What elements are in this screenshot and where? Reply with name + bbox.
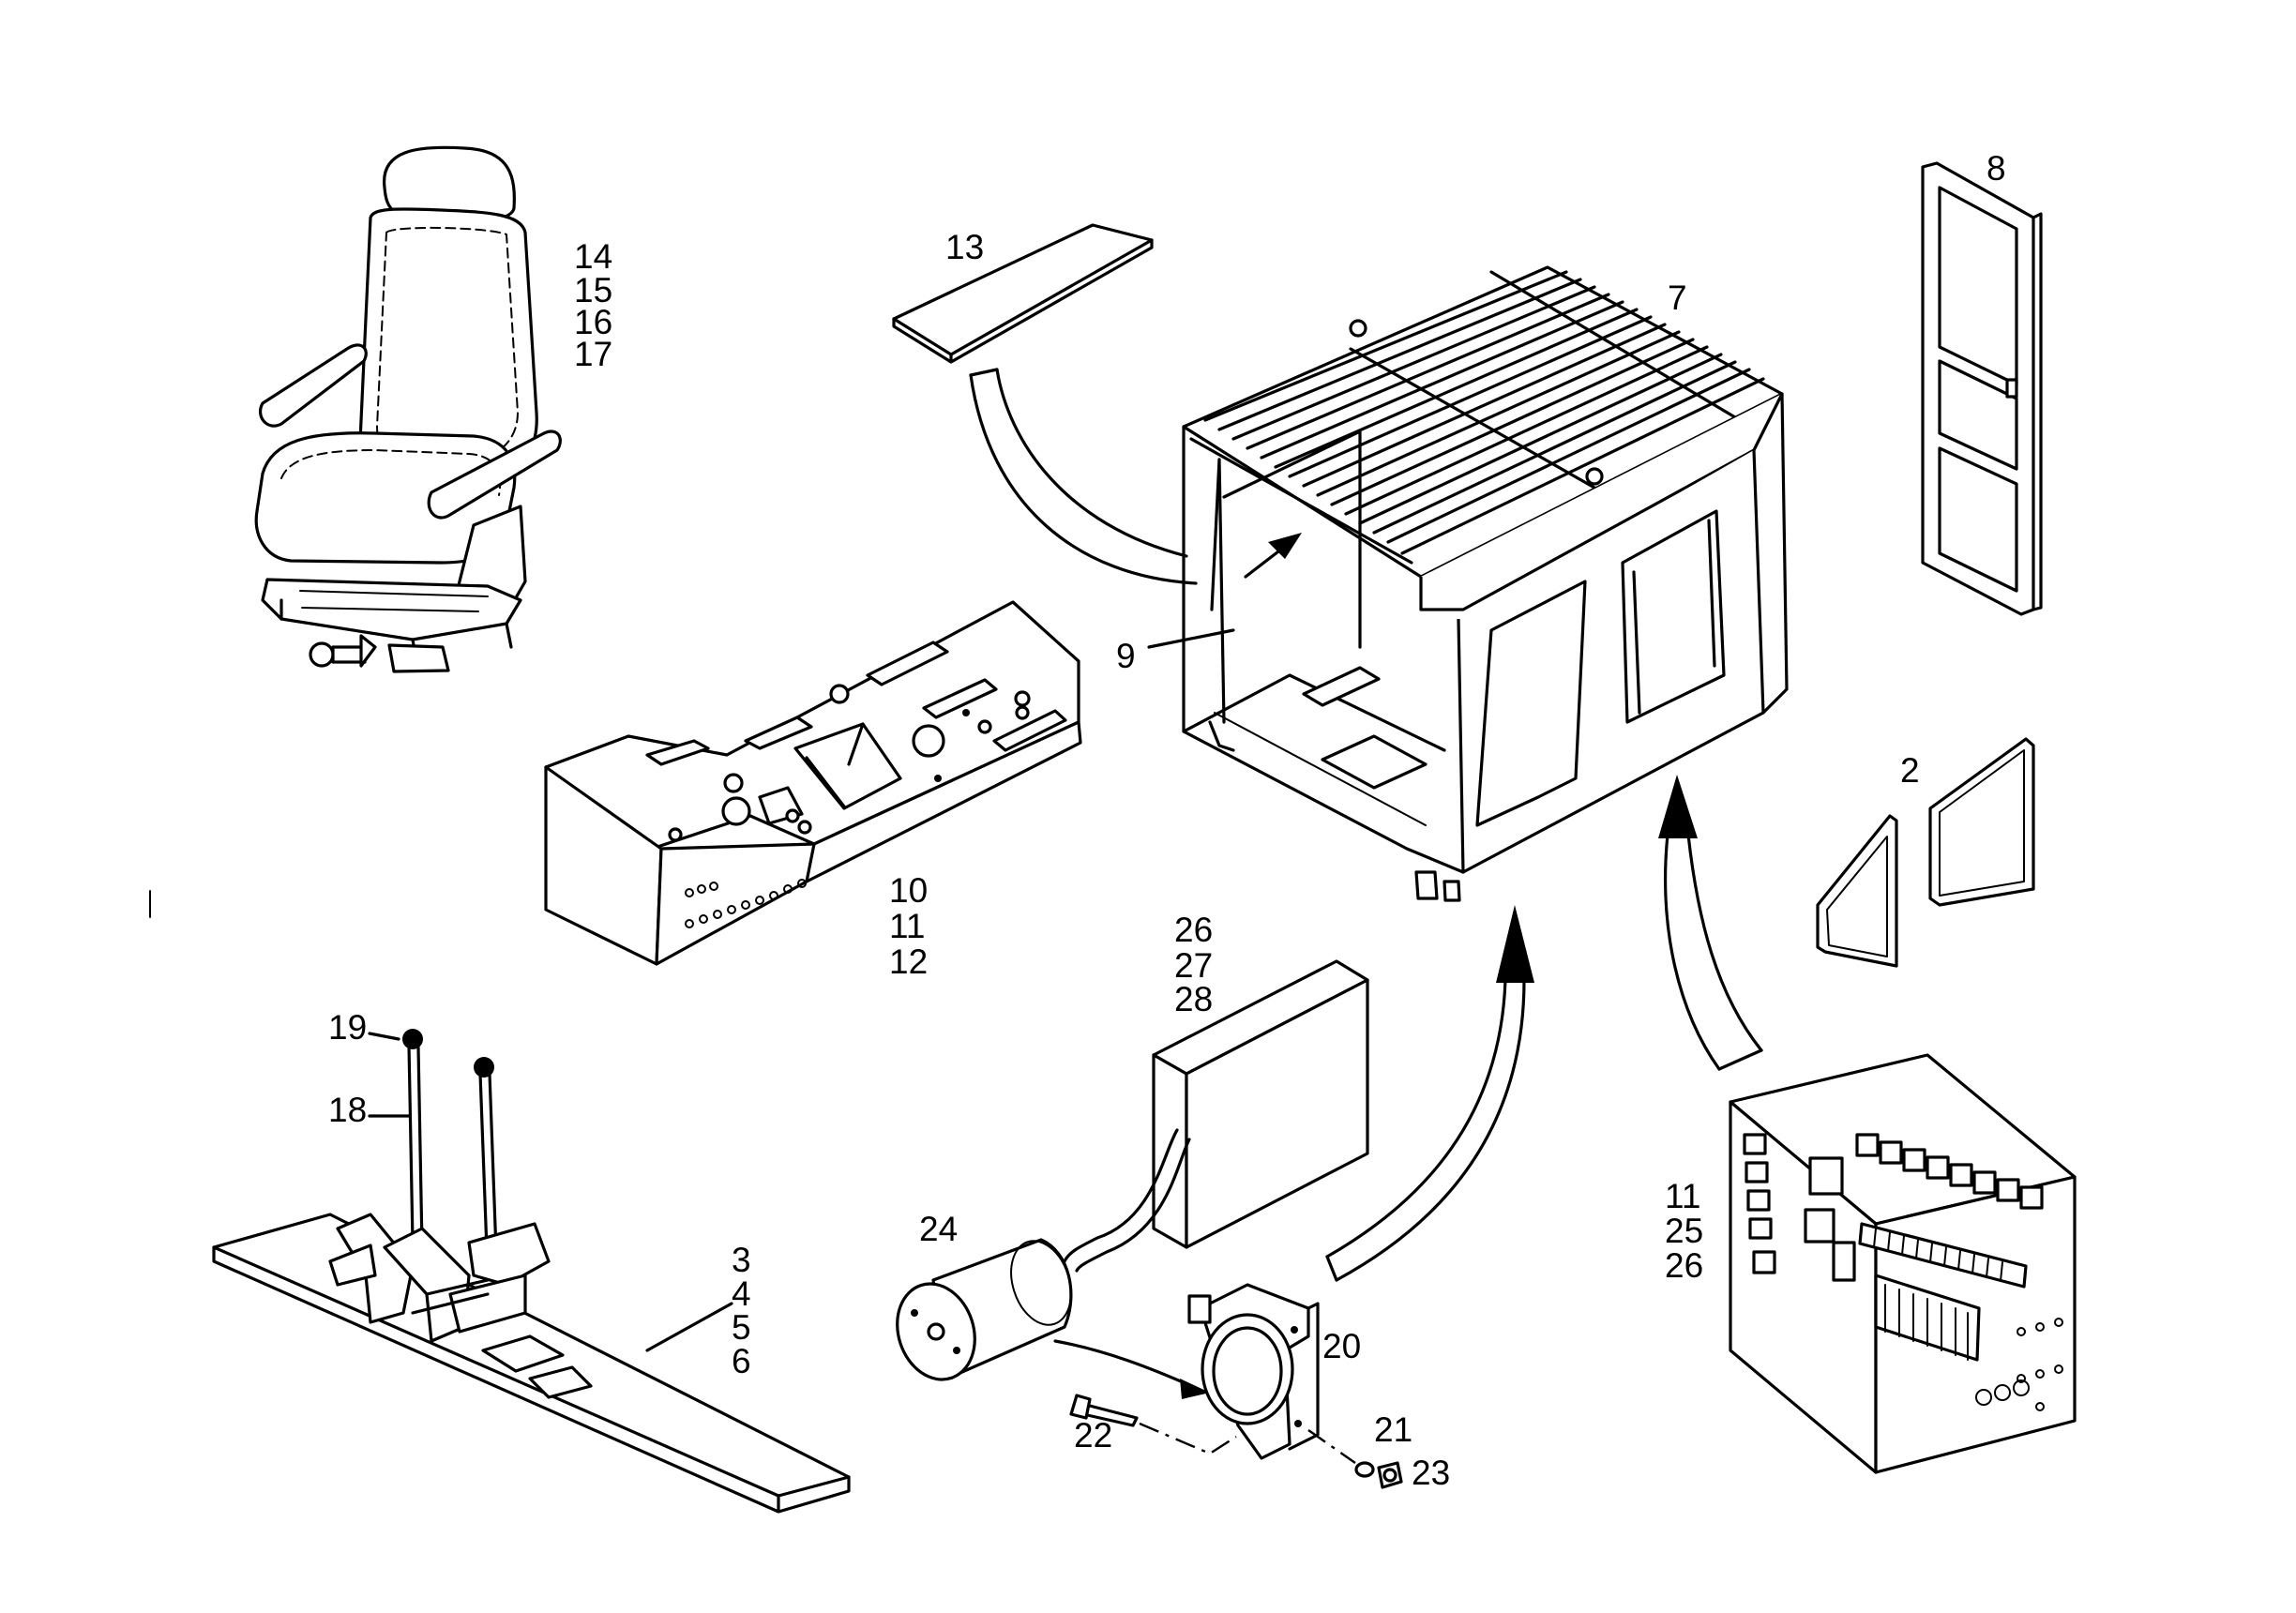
pedal-base-label-6: 6 xyxy=(732,1342,751,1380)
arrow-box-to-cab xyxy=(1658,775,1763,1071)
motor-label: 24 xyxy=(919,1210,958,1248)
console-label-10: 10 xyxy=(889,871,928,910)
seat-label-16: 16 xyxy=(574,303,612,341)
lever-knob-label: 19 xyxy=(328,1008,367,1047)
lever-rod-label: 18 xyxy=(328,1091,367,1129)
electrical-box-label-11: 11 xyxy=(1665,1177,1700,1215)
motor-to-clamp-arrow xyxy=(1053,1339,1198,1390)
arrow-roof-to-cab xyxy=(969,368,1198,585)
operator-seat xyxy=(254,145,562,673)
electrical-box-label-25: 25 xyxy=(1665,1212,1703,1250)
window-strip-arrow xyxy=(1147,533,1302,649)
cab-label: 7 xyxy=(1668,279,1687,317)
pedal-base-label-5: 5 xyxy=(732,1308,751,1347)
motor xyxy=(896,1238,1073,1381)
control-unit-label-28: 28 xyxy=(1174,980,1213,1018)
bolt-label: 22 xyxy=(1074,1416,1112,1455)
console-label-12: 12 xyxy=(889,942,928,981)
seat-label-17: 17 xyxy=(574,335,612,373)
roof-panel xyxy=(892,223,1154,364)
fasteners xyxy=(1069,1394,1403,1489)
seat-label-15: 15 xyxy=(574,271,612,309)
seat-label-14: 14 xyxy=(574,237,612,276)
control-unit-label-26: 26 xyxy=(1174,911,1213,949)
arrow-motor-to-cab xyxy=(1325,905,1534,1282)
window-strip-label: 9 xyxy=(1116,637,1136,675)
roof-panel-label: 13 xyxy=(945,228,984,266)
pedal-base-assembly xyxy=(212,1029,851,1514)
cab-frame xyxy=(1182,265,1789,902)
electrical-box xyxy=(1729,1053,2077,1474)
control-unit-label-27: 27 xyxy=(1174,946,1213,985)
glass-panes xyxy=(1816,737,2035,968)
control-console xyxy=(544,600,1082,966)
control-unit-box xyxy=(1063,959,1369,1273)
glass-panes-label: 2 xyxy=(1900,751,1920,790)
lever-knob-leader xyxy=(368,1032,400,1041)
electrical-box-label-26: 26 xyxy=(1665,1246,1703,1285)
nut-label: 23 xyxy=(1412,1454,1450,1492)
cab-door xyxy=(1921,161,2043,616)
motor-clamp xyxy=(1187,1283,1320,1460)
console-label-11: 11 xyxy=(889,907,925,945)
door-label: 8 xyxy=(1986,149,2006,188)
clamp-label: 20 xyxy=(1322,1327,1361,1365)
washer-label: 21 xyxy=(1374,1410,1412,1449)
pedal-base-label-3: 3 xyxy=(732,1241,751,1279)
pedal-base-label-4: 4 xyxy=(732,1274,751,1313)
